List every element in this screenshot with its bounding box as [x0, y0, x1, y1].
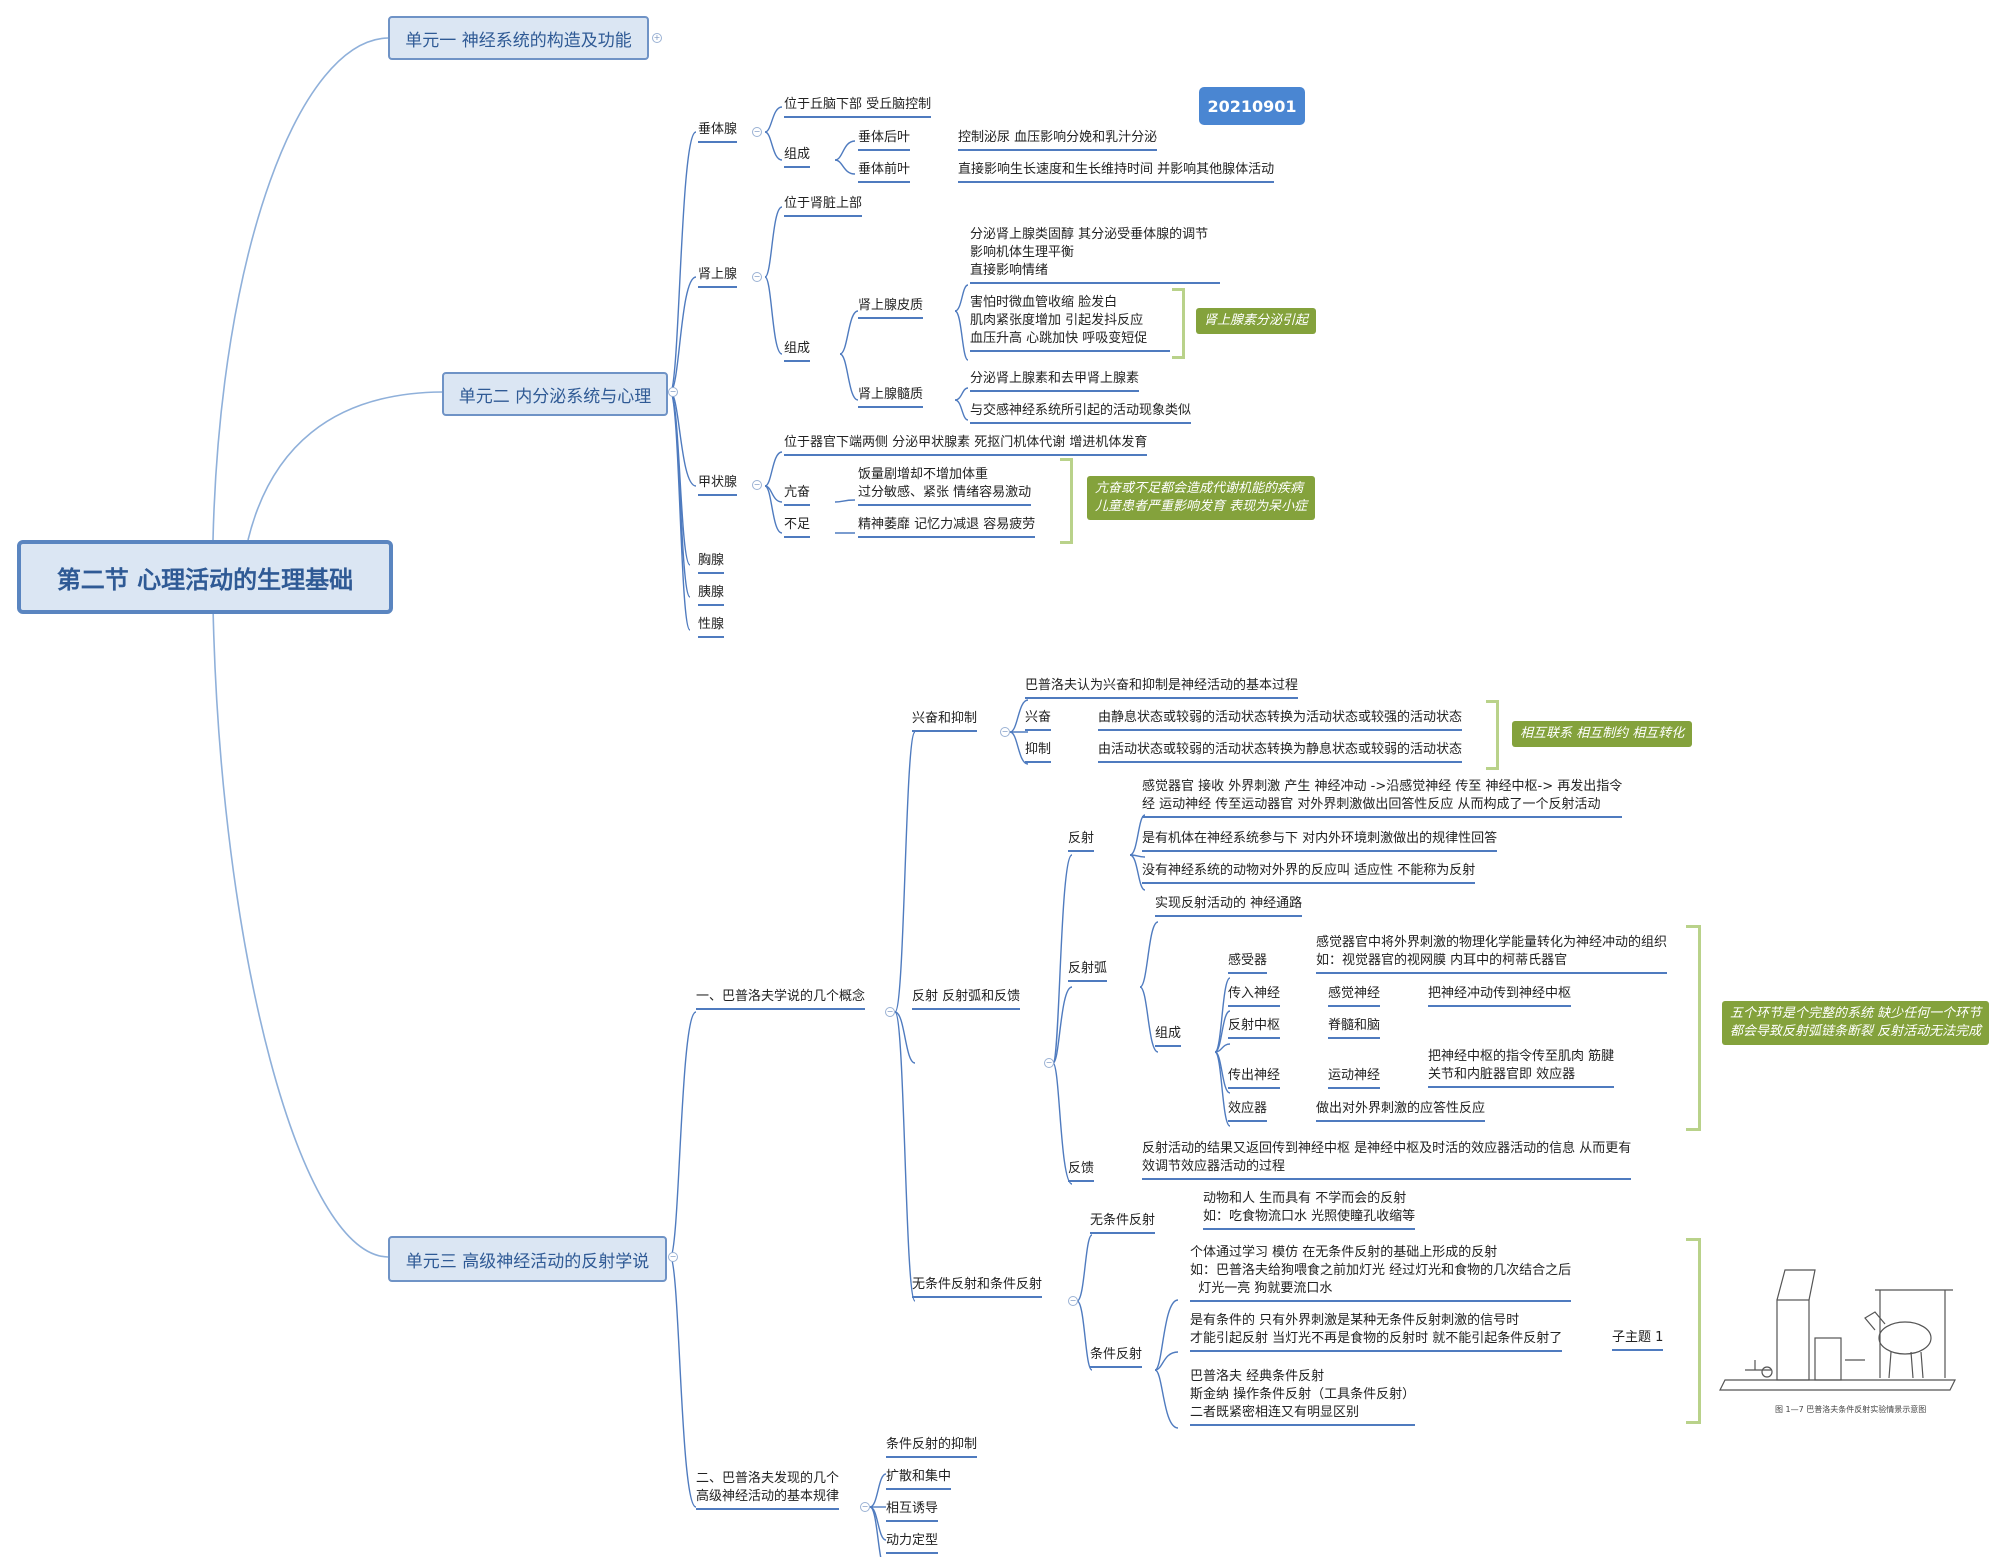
node-adr-comp[interactable]: 组成 — [784, 340, 811, 362]
note-thyroid[interactable]: 亢奋或不足都会造成代谢机能的疾病 儿童患者严重影响发育 表现为呆小症 — [1087, 476, 1316, 520]
node-cortex[interactable]: 肾上腺皮质 — [858, 297, 924, 319]
collapse-icon[interactable]: − — [1068, 1296, 1078, 1306]
unit3-topic[interactable]: 单元三 高级神经活动的反射学说 — [388, 1236, 667, 1282]
node-thy-loc[interactable]: 位于器官下端两侧 分泌甲状腺素 死抠门机体代谢 增进机体发育 — [784, 434, 1148, 456]
node-ucr-d[interactable]: 动物和人 生而具有 不学而会的反射 如：吃食物流口水 光照使瞳孔收缩等 — [1203, 1190, 1416, 1230]
collapse-icon[interactable]: − — [752, 127, 762, 137]
node-law2[interactable]: 扩散和集中 — [886, 1468, 952, 1490]
unit2-topic[interactable]: 单元二 内分泌系统与心理 — [442, 372, 668, 416]
node-sensory[interactable]: 感觉神经 — [1328, 985, 1381, 1007]
node-reflex-d3[interactable]: 没有神经系统的动物对外界的反应叫 适应性 不能称为反射 — [1142, 862, 1476, 884]
root-topic[interactable]: 第二节 心理活动的生理基础 — [17, 540, 393, 614]
node-pit-ant-d[interactable]: 直接影响生长速度和生长维持时间 并影响其他腺体活动 — [958, 161, 1275, 183]
node-receptor-d[interactable]: 感觉器官中将外界刺激的物理化学能量转化为神经冲动的组织 如：视觉器官的视网膜 内… — [1316, 934, 1668, 974]
summary-bracket — [1686, 925, 1701, 1131]
node-thy-hyper[interactable]: 亢奋 — [784, 484, 811, 506]
node-arc-comp[interactable]: 组成 — [1155, 1025, 1182, 1047]
node-ucr-cr[interactable]: 无条件反射和条件反射 — [912, 1276, 1043, 1298]
node-cr-d2[interactable]: 是有条件的 只有外界刺激是某种无条件反射刺激的信号时 才能引起反射 当灯光不再是… — [1190, 1312, 1563, 1352]
collapse-icon[interactable]: − — [860, 1502, 870, 1512]
node-law3[interactable]: 相互诱导 — [886, 1500, 939, 1522]
node-pit-post[interactable]: 垂体后叶 — [858, 129, 911, 151]
node-ex-inh[interactable]: 兴奋和抑制 — [912, 710, 978, 732]
collapse-icon[interactable]: − — [885, 1007, 895, 1017]
node-thy-hyper-d[interactable]: 饭量剧增却不增加体重 过分敏感、紧张 情绪容易激动 — [858, 466, 1032, 506]
summary-bracket — [1060, 458, 1073, 544]
node-center-d[interactable]: 脊髓和脑 — [1328, 1017, 1381, 1039]
node-ucr[interactable]: 无条件反射 — [1090, 1212, 1156, 1234]
node-cortex-d1[interactable]: 分泌肾上腺类固醇 其分泌受垂体腺的调节 影响机体生理平衡 直接影响情绪 — [970, 226, 1220, 284]
node-cortex-d2[interactable]: 害怕时微血管收缩 脸发白 肌肉紧张度增加 引起发抖反应 血压升高 心跳加快 呼吸… — [970, 294, 1170, 352]
node-motor-d[interactable]: 把神经中枢的指令传至肌肉 筋腱 关节和内脏器官即 效应器 — [1428, 1048, 1615, 1088]
node-inh[interactable]: 抑制 — [1025, 741, 1052, 763]
node-feedback[interactable]: 反馈 — [1068, 1160, 1095, 1182]
date-badge: 20210901 — [1199, 87, 1305, 125]
node-arc[interactable]: 反射弧 — [1068, 960, 1108, 982]
node-pit-loc[interactable]: 位于丘脑下部 受丘脑控制 — [784, 96, 932, 118]
unit1-topic[interactable]: 单元一 神经系统的构造及功能 — [388, 16, 649, 60]
node-medulla-d2[interactable]: 与交感神经系统所引起的活动现象类似 — [970, 402, 1192, 424]
node-thy-hypo[interactable]: 不足 — [784, 516, 811, 538]
note-cortex[interactable]: 肾上腺素分泌引起 — [1196, 308, 1317, 334]
node-inh-d[interactable]: 由活动状态或较弱的活动状态转换为静息状态或较弱的活动状态 — [1098, 741, 1463, 763]
node-cr-d3[interactable]: 巴普洛夫 经典条件反射 斯金纳 操作条件反射（工具条件反射） 二者既紧密相连又有… — [1190, 1368, 1416, 1426]
node-center[interactable]: 反射中枢 — [1228, 1017, 1281, 1039]
summary-bracket — [1686, 1238, 1701, 1424]
node-thy-hypo-d[interactable]: 精神萎靡 记忆力减退 容易疲劳 — [858, 516, 1036, 538]
note-ex-inh[interactable]: 相互联系 相互制约 相互转化 — [1512, 721, 1693, 747]
node-reflex-d1[interactable]: 感觉器官 接收 外界刺激 产生 神经冲动 ->沿感觉神经 传至 神经中枢-> 再… — [1142, 778, 1623, 818]
node-cr[interactable]: 条件反射 — [1090, 1346, 1143, 1368]
collapse-icon[interactable]: − — [1044, 1058, 1054, 1068]
node-pituitary[interactable]: 垂体腺 — [698, 121, 738, 143]
node-law4[interactable]: 动力定型 — [886, 1532, 939, 1554]
node-rfb[interactable]: 反射 反射弧和反馈 — [912, 988, 1021, 1010]
node-cr-d1[interactable]: 个体通过学习 模仿 在无条件反射的基础上形成的反射 如：巴普洛夫给狗喂食之前加灯… — [1190, 1244, 1572, 1302]
node-thyroid[interactable]: 甲状腺 — [698, 474, 738, 496]
node-pit-comp[interactable]: 组成 — [784, 146, 811, 168]
node-pancreas[interactable]: 胰腺 — [698, 584, 725, 606]
node-law1[interactable]: 条件反射的抑制 — [886, 1436, 978, 1458]
node-pit-ant[interactable]: 垂体前叶 — [858, 161, 911, 183]
node-afferent[interactable]: 传入神经 — [1228, 985, 1281, 1007]
expand-icon[interactable]: + — [652, 33, 662, 43]
node-ex-def[interactable]: 巴普洛夫认为兴奋和抑制是神经活动的基本过程 — [1025, 677, 1299, 699]
collapse-icon[interactable]: − — [668, 387, 678, 397]
node-effector-d[interactable]: 做出对外界刺激的应答性反应 — [1316, 1100, 1486, 1122]
figure-caption: 图 1—7 巴普洛夫条件反射实验情景示意图 — [1775, 1404, 1926, 1414]
node-sec2[interactable]: 二、巴普洛夫发现的几个 高级神经活动的基本规律 — [696, 1470, 840, 1510]
node-adrenal[interactable]: 肾上腺 — [698, 266, 738, 288]
node-medulla[interactable]: 肾上腺髓质 — [858, 386, 924, 408]
node-medulla-d1[interactable]: 分泌肾上腺素和去甲肾上腺素 — [970, 370, 1140, 392]
node-reflex[interactable]: 反射 — [1068, 830, 1095, 852]
node-adr-loc[interactable]: 位于肾脏上部 — [784, 195, 863, 217]
node-motor[interactable]: 运动神经 — [1328, 1067, 1381, 1089]
note-arc[interactable]: 五个环节是个完整的系统 缺少任何一个环节 都会导致反射弧链条断裂 反射活动无法完… — [1722, 1001, 1990, 1045]
summary-bracket — [1172, 288, 1185, 359]
summary-bracket — [1486, 700, 1499, 770]
collapse-icon[interactable]: − — [668, 1252, 678, 1262]
collapse-icon[interactable]: − — [752, 480, 762, 490]
node-efferent[interactable]: 传出神经 — [1228, 1067, 1281, 1089]
node-feedback-d[interactable]: 反射活动的结果又返回传到神经中枢 是神经中枢及时活的效应器活动的信息 从而更有 … — [1142, 1140, 1632, 1180]
node-sec1[interactable]: 一、巴普洛夫学说的几个概念 — [696, 988, 866, 1010]
node-cr-sub[interactable]: 子主题 1 — [1612, 1329, 1664, 1351]
node-reflex-d2[interactable]: 是有机体在神经系统参与下 对内外环境刺激做出的规律性回答 — [1142, 830, 1498, 852]
node-pit-post-d[interactable]: 控制泌尿 血压影响分娩和乳汁分泌 — [958, 129, 1158, 151]
pavlov-experiment-illustration: 图 1—7 巴普洛夫条件反射实验情景示意图 — [1715, 1260, 1965, 1420]
collapse-icon[interactable]: − — [752, 272, 762, 282]
node-effector[interactable]: 效应器 — [1228, 1100, 1268, 1122]
node-ex[interactable]: 兴奋 — [1025, 709, 1052, 731]
node-gonad[interactable]: 性腺 — [698, 616, 725, 638]
node-receptor[interactable]: 感受器 — [1228, 952, 1268, 974]
collapse-icon[interactable]: − — [1000, 727, 1010, 737]
node-arc-d[interactable]: 实现反射活动的 神经通路 — [1155, 895, 1303, 917]
node-ex-d[interactable]: 由静息状态或较弱的活动状态转换为活动状态或较强的活动状态 — [1098, 709, 1463, 731]
node-sensory-d[interactable]: 把神经冲动传到神经中枢 — [1428, 985, 1572, 1007]
node-thymus[interactable]: 胸腺 — [698, 552, 725, 574]
